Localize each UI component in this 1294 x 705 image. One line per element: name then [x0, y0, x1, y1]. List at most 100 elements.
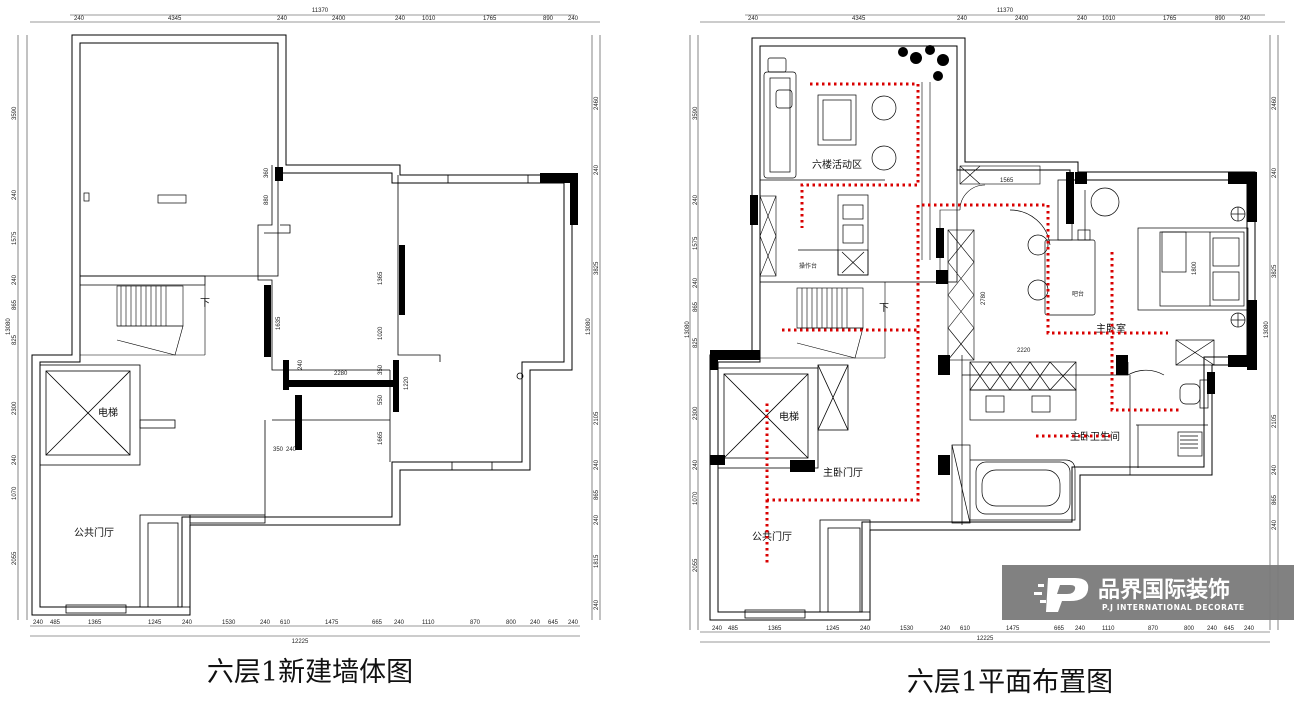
right-top-dim: 240: [957, 16, 968, 22]
left-right-dim: 240: [594, 164, 600, 175]
left-left-dim: 240: [12, 274, 18, 285]
left-bottom-dim: 240: [568, 620, 579, 626]
right-bottom-dim: 240: [1207, 626, 1218, 632]
right-staircase: [760, 282, 886, 359]
right-bottom-dim: 665: [1054, 626, 1065, 632]
right-top-dim: 2400: [1015, 16, 1029, 22]
right-top-dim: 240: [1240, 16, 1251, 22]
left-right-dim: 2460: [594, 96, 600, 110]
right-label-public-hall: 公共门厅: [752, 530, 792, 543]
left-right-dim: 240: [594, 514, 600, 525]
left-new-walls: [264, 167, 578, 450]
left-inner-dim: 360: [264, 167, 270, 178]
pj-logo-icon: [1034, 578, 1089, 612]
right-label-bar: 吧台: [1072, 290, 1084, 298]
right-top-dim: 890: [1215, 16, 1226, 22]
right-right-dim: 865: [1272, 494, 1278, 505]
left-bottom-total: 12225: [292, 639, 309, 645]
left-bottom-dim: 1475: [325, 620, 339, 626]
left-right-dim: 865: [594, 489, 600, 500]
left-bottom-dim: 240: [260, 620, 271, 626]
left-top-dim: 240: [74, 16, 85, 22]
right-bottom-dim: 870: [1148, 626, 1159, 632]
right-top-dim: 240: [748, 16, 759, 22]
right-left-dim: 825: [693, 337, 699, 348]
left-inner-dim: 1365: [378, 271, 384, 285]
left-right-dim: 2105: [594, 411, 600, 425]
left-bottom-dim: 1245: [148, 620, 162, 626]
right-bottom-dim: 1365: [768, 626, 782, 632]
left-left-dim: 1575: [12, 231, 18, 245]
left-right-total: 13080: [586, 318, 592, 335]
right-corridor-wardrobe: [921, 82, 1041, 361]
right-top-dim: 4345: [852, 16, 866, 22]
right-bottom-dim: 240: [940, 626, 951, 632]
operation-table: [798, 194, 869, 276]
right-bottom-dim: 240: [712, 626, 723, 632]
right-bottom-total: 12225: [977, 636, 994, 642]
right-bottom-dim: 1475: [1006, 626, 1020, 632]
left-inner-dim: 350: [273, 447, 284, 453]
left-inner-dim: 240: [298, 359, 304, 370]
master-bathroom: [951, 355, 1209, 525]
left-bottom-dim: 1110: [422, 620, 435, 626]
right-label-elevator: 电梯: [779, 410, 799, 423]
left-bottom-dim: 240: [394, 620, 405, 626]
right-bottom-dim: 240: [860, 626, 871, 632]
right-left-dim: 240: [693, 194, 699, 205]
right-label-master-hall: 主卧门厅: [823, 466, 863, 479]
left-hall-cabinet: [65, 514, 191, 614]
left-top-dim: 240: [277, 16, 288, 22]
left-bottom-dim: 485: [50, 620, 61, 626]
right-label-down: 下: [879, 303, 889, 314]
right-right-dim: 240: [1272, 519, 1278, 530]
right-label-master-bath: 主卧卫生间: [1070, 430, 1120, 443]
left-left-dim: 2055: [12, 551, 18, 565]
left-bottom-dim: 870: [470, 620, 481, 626]
right-bottom-dim: 240: [1244, 626, 1255, 632]
left-left-dim: 3590: [12, 106, 18, 120]
left-inner-dim: 1665: [378, 431, 384, 445]
brand-name-cn: 品界国际装饰: [1098, 577, 1230, 603]
left-top-dim: 4345: [168, 16, 182, 22]
left-staircase: [80, 285, 206, 356]
right-right-total: 13080: [1264, 321, 1270, 338]
right-top-dim: 240: [1077, 16, 1088, 22]
left-top-dim: 2400: [332, 16, 346, 22]
right-bottom-dim: 240: [1075, 626, 1086, 632]
left-label-public-hall: 公共门厅: [74, 526, 114, 539]
left-top-dim: 240: [568, 16, 579, 22]
right-inner-dim: 2780: [981, 291, 987, 305]
right-left-dim: 3590: [693, 106, 699, 120]
left-inner-dim: 350: [378, 364, 384, 375]
right-plan: 11370 240 4345 240 2400 240 1010 1765 89…: [685, 8, 1285, 698]
right-inner-dim: 1565: [1000, 178, 1014, 184]
left-right-dim: 3825: [594, 261, 600, 275]
right-left-dim: 2055: [693, 558, 699, 572]
left-bottom-dim: 800: [506, 620, 517, 626]
left-right-dim: 1815: [594, 554, 600, 568]
left-bottom-dim: 240: [182, 620, 193, 626]
right-bottom-dim: 1110: [1102, 626, 1115, 632]
circulation-route: [765, 82, 1182, 565]
left-left-dim: 240: [12, 454, 18, 465]
left-top-dim: 240: [395, 16, 406, 22]
left-left-dim: 240: [12, 189, 18, 200]
left-inner-dim: 2280: [334, 371, 348, 377]
right-top-dim: 1765: [1163, 16, 1177, 22]
left-bottom-dim: 610: [280, 620, 291, 626]
left-bottom-dim: 645: [548, 620, 559, 626]
left-caption: 六层1新建墙体图: [207, 657, 413, 688]
right-hall-cabinet: [744, 519, 871, 619]
right-bottom-dim: 485: [728, 626, 739, 632]
left-bottom-dim: 240: [530, 620, 541, 626]
right-exterior-walls: [709, 37, 1256, 621]
left-left-total: 13080: [6, 318, 12, 335]
left-right-dim: 240: [594, 459, 600, 470]
left-bottom-dim: 1530: [222, 620, 236, 626]
left-label-down: 下: [200, 298, 210, 309]
brand-name-en: P.J INTERNATIONAL DECORATE: [1102, 603, 1245, 612]
left-top-total: 11370: [312, 8, 329, 14]
right-structural-walls: [710, 172, 1257, 475]
master-bed: [1090, 187, 1249, 366]
